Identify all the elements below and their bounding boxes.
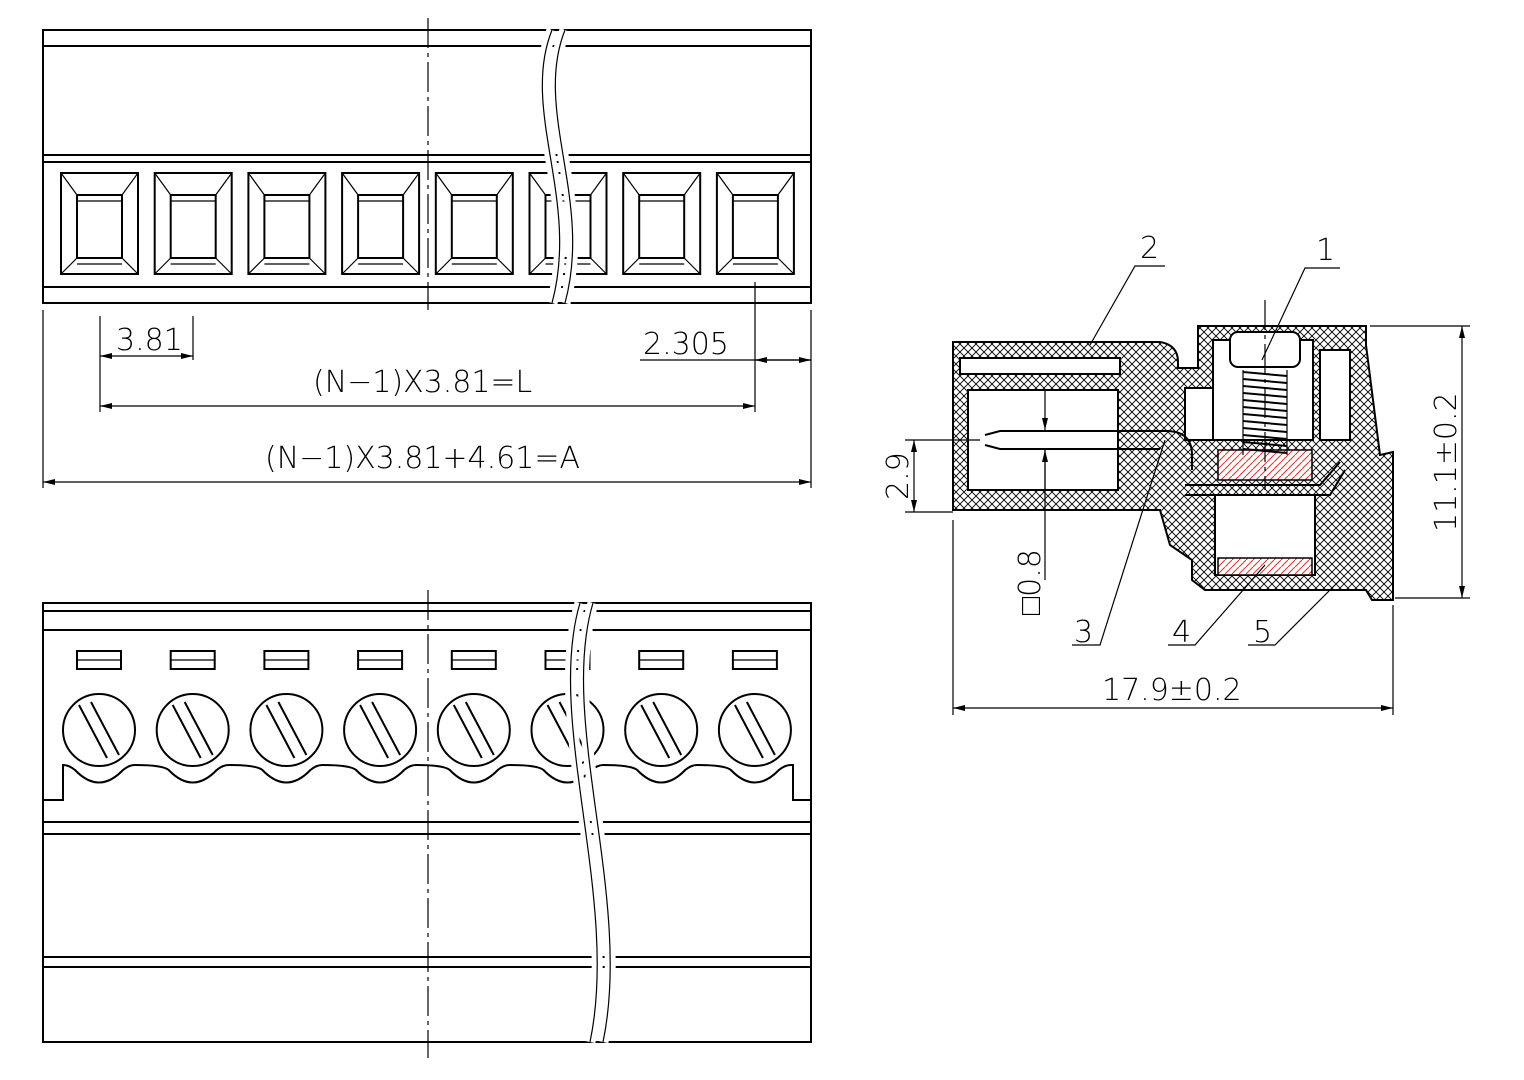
- height-dimension: 11.1±0.2: [1429, 392, 1464, 532]
- callout-1: 1: [1316, 233, 1335, 268]
- wire-cavity: [247, 172, 327, 275]
- screw-head-icon[interactable]: [249, 693, 324, 767]
- wire-cavity: [622, 172, 702, 275]
- screw-terminal: [155, 650, 230, 767]
- wire-cavity: [434, 172, 514, 275]
- end-offset-dimension: 2.305: [643, 327, 729, 362]
- side-dimensions: 2.9 □0.8 11.1±0.2 17.9±0.2 2 1 3 4 5: [881, 231, 1470, 715]
- break-line: [541, 29, 574, 304]
- housing-profile: [43, 763, 811, 801]
- top-view: [42, 18, 812, 310]
- wire-entry-cavities: [60, 172, 795, 275]
- length-a-dimension: (N−1)X3.81+4.61=A: [265, 441, 580, 476]
- depth-dimension: 17.9±0.2: [1102, 673, 1242, 708]
- break-line: [569, 602, 611, 1043]
- callout-4: 4: [1172, 615, 1191, 650]
- screw-terminal: [249, 650, 324, 767]
- length-l-dimension: (N−1)X3.81=L: [313, 365, 532, 400]
- screw-terminal: [717, 650, 792, 767]
- wire-cavity: [715, 172, 795, 275]
- screw-terminal: [343, 650, 418, 767]
- pin-offset-dimension: 2.9: [881, 452, 916, 500]
- callout-5: 5: [1253, 615, 1272, 650]
- callout-3: 3: [1074, 615, 1093, 650]
- front-view: [42, 590, 812, 1058]
- pin-size-dimension: □0.8: [1013, 549, 1048, 615]
- screw-head-icon[interactable]: [436, 693, 511, 767]
- screw-head-icon[interactable]: [62, 693, 136, 767]
- screw-terminal: [624, 650, 699, 767]
- screw-terminal: [436, 650, 511, 767]
- screw-head-icon[interactable]: [624, 693, 699, 767]
- callout-2: 2: [1140, 231, 1159, 266]
- wire-cavity: [341, 172, 421, 275]
- top-dimensions: 3.81 2.305 (N−1)X3.81=L (N−1)X3.81+4.61=…: [42, 282, 812, 488]
- screw-head-icon[interactable]: [343, 693, 418, 767]
- screw-heads: [62, 650, 792, 767]
- screw-head-icon[interactable]: [155, 693, 230, 767]
- side-section-view: [952, 300, 1394, 601]
- screw-terminal: [62, 650, 136, 767]
- wire-cavity: [153, 172, 233, 275]
- screw-head-icon[interactable]: [717, 693, 792, 767]
- pitch-dimension: 3.81: [116, 323, 183, 358]
- wire-cavity: [60, 172, 139, 275]
